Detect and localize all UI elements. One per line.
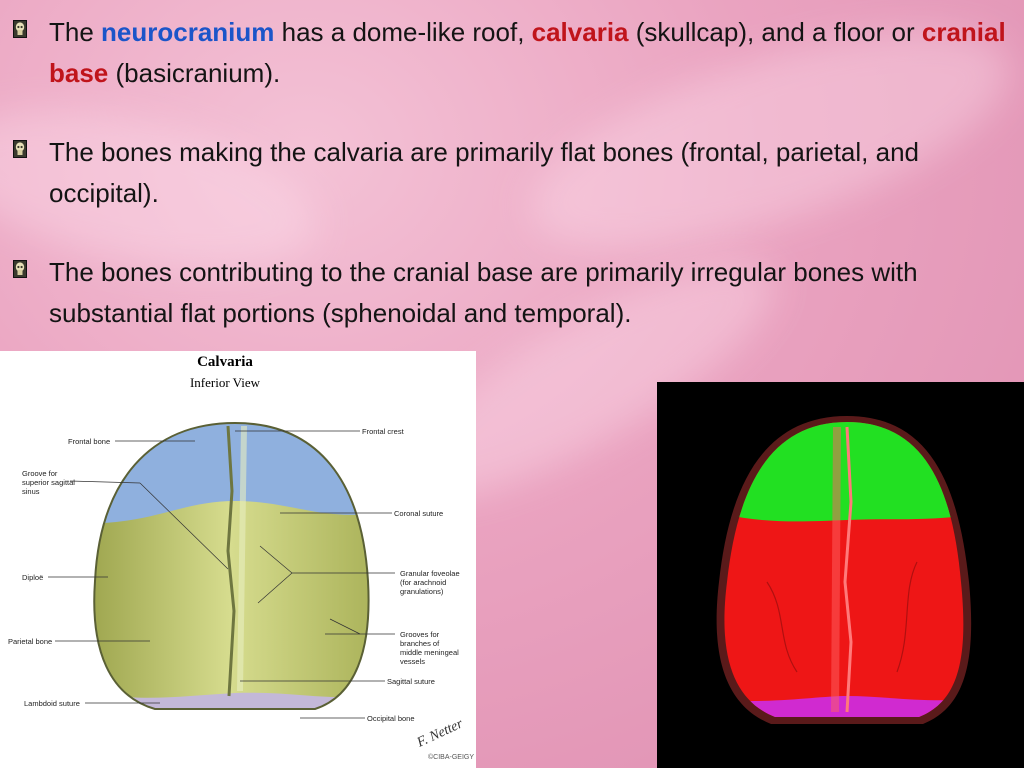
label-groove-sagittal-sinus: Groove for superior sagittal sinus [22, 469, 75, 496]
skull-bullet-icon [13, 260, 27, 278]
bullet-item: The bones making the calvaria are primar… [10, 132, 1010, 214]
skull-bullet-icon [13, 140, 27, 158]
calvaria-illustration: Calvaria Inferior View [0, 351, 476, 768]
bullet-text: The bones contributing to the cranial ba… [49, 257, 918, 328]
label-occipital-bone: Occipital bone [367, 714, 415, 723]
copyright-notice: ©CIBA-GEIGY [428, 754, 474, 761]
label-grooves-meningeal: Grooves for branches of middle meningeal… [400, 630, 459, 666]
bullet-item: The neurocranium has a dome-like roof, c… [10, 12, 1010, 94]
term-cranial-base: cranial base [49, 17, 1006, 88]
bullet-text: The neurocranium has a dome-like roof, c… [49, 17, 1006, 88]
label-granular-foveolae: Granular foveolae (for arachnoid granula… [400, 569, 460, 596]
label-coronal-suture: Coronal suture [394, 509, 444, 518]
bullet-text: The bones making the calvaria are primar… [49, 137, 919, 208]
bullet-item: The bones contributing to the cranial ba… [10, 252, 1010, 334]
label-frontal-bone: Frontal bone [68, 437, 111, 446]
skull-bullet-icon [13, 20, 27, 38]
bullet-list: The neurocranium has a dome-like roof, c… [10, 12, 1010, 372]
label-diploe: Diploë [22, 573, 44, 582]
label-frontal-crest: Frontal crest [362, 427, 404, 436]
term-neurocranium: neurocranium [101, 17, 275, 47]
term-calvaria: calvaria [531, 17, 629, 47]
label-lambdoid-suture: Lambdoid suture [24, 699, 80, 708]
calvaria-drawing [48, 421, 395, 719]
figure-subtitle: Inferior View [189, 375, 261, 390]
label-sagittal-suture: Sagittal suture [387, 677, 435, 686]
segmented-skullcap-drawing [716, 416, 972, 724]
label-parietal-bone: Parietal bone [8, 637, 53, 646]
figure-title: Calvaria [197, 354, 253, 370]
segmented-skullcap-image [657, 382, 1024, 768]
